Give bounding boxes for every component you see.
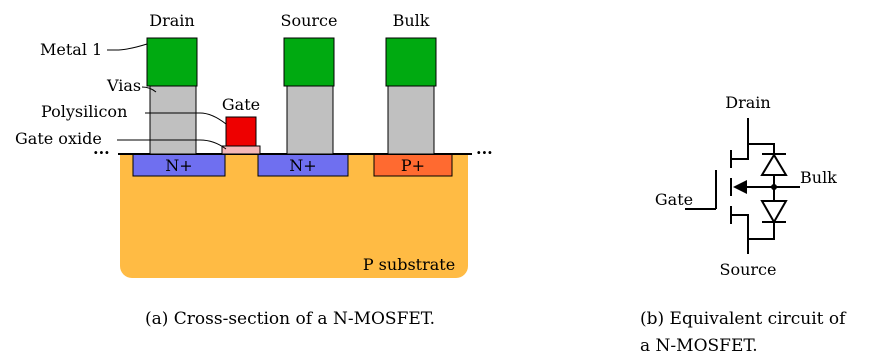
equivalent-circuit: Drain Gate Bulk Source (b) Equivale: [640, 93, 847, 356]
label-vias: Vias: [106, 76, 141, 95]
diode-bottom-icon: [760, 200, 788, 225]
label-n-plus-source: N+: [289, 156, 316, 175]
label-bulk: Bulk: [393, 11, 430, 30]
caption-b-line2: a N-MOSFET.: [640, 336, 758, 356]
caption-a: (a) Cross-section of a N-MOSFET.: [145, 309, 435, 329]
source-to-diode: [748, 226, 775, 240]
cross-section-diagram: Drain Source Bulk Gate Metal 1 Vias Poly…: [15, 11, 493, 329]
label-gate: Gate: [222, 95, 260, 114]
via-bulk: [387, 85, 435, 155]
metal1-source: [283, 37, 335, 87]
label-p-plus: P+: [401, 156, 425, 175]
label-gate-oxide: Gate oxide: [15, 129, 102, 148]
label-n-plus-drain: N+: [165, 156, 192, 175]
via-drain: [149, 85, 197, 155]
diode-top-icon: [760, 153, 788, 176]
p-substrate: [120, 154, 468, 278]
via-source: [286, 85, 334, 155]
circuit-label-gate: Gate: [655, 190, 693, 209]
circuit-label-drain: Drain: [725, 93, 770, 112]
caption-b-line1: (b) Equivalent circuit of: [640, 309, 847, 329]
drain-to-channel: [731, 144, 749, 160]
dots-left: ···: [93, 143, 110, 162]
dots-right: ···: [476, 143, 493, 162]
label-p-substrate: P substrate: [363, 255, 455, 274]
drain-wire: [747, 118, 775, 154]
leader-gate-oxide: [117, 139, 227, 150]
polysilicon-gate: [225, 116, 257, 147]
leader-polysilicon: [145, 112, 227, 125]
circuit-label-source: Source: [720, 260, 777, 279]
bulk-arrow-icon: [733, 180, 747, 194]
gate-oxide: [221, 145, 261, 155]
label-drain: Drain: [149, 11, 194, 30]
label-polysilicon: Polysilicon: [41, 102, 127, 121]
bulk-junction-dot: [771, 184, 777, 190]
label-metal1: Metal 1: [40, 40, 102, 59]
source-wire: [731, 214, 749, 254]
label-source: Source: [281, 11, 338, 30]
circuit-label-bulk: Bulk: [800, 168, 837, 187]
metal1-bulk: [385, 37, 437, 87]
leader-metal1: [107, 43, 148, 51]
metal1-drain: [146, 37, 198, 87]
leader-vias: [141, 86, 157, 93]
